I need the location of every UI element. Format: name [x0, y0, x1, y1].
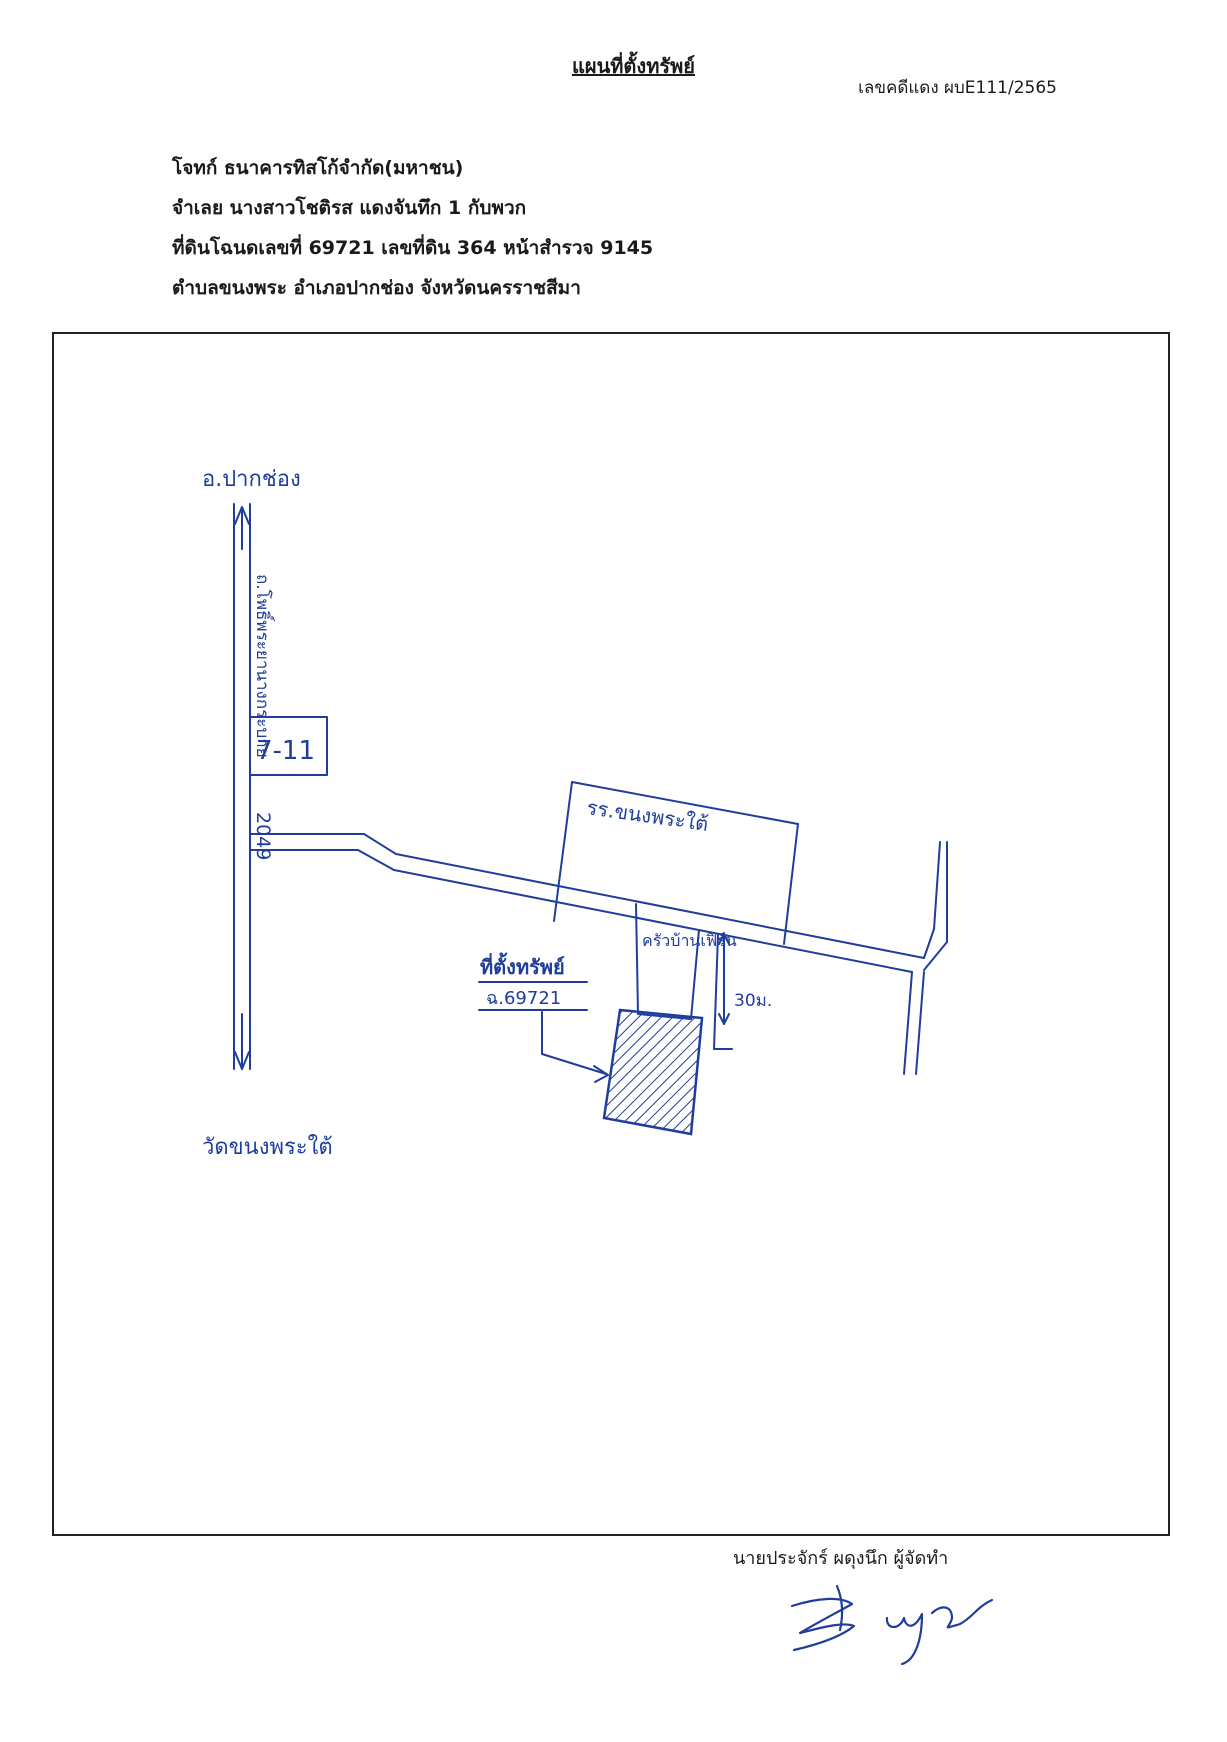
side-road-lower-edge	[249, 849, 913, 973]
east-road-left-b	[903, 971, 913, 1075]
south-arrow-icon	[234, 1051, 250, 1070]
east-road-corner	[923, 941, 948, 971]
document-title: แผนที่ตั้งทรัพย์	[571, 54, 696, 78]
defendant-line: จำเลย นางสาวโชติรส แดงจันทึก 1 กับพวก	[172, 197, 527, 219]
neighbor-driveway	[713, 933, 733, 1050]
school-building	[553, 781, 799, 945]
side-road-upper-edge	[249, 833, 925, 959]
east-road-left-a	[923, 841, 941, 959]
property-pointer-line	[541, 1011, 607, 1075]
preparer-signature	[790, 1584, 994, 1666]
deed-label: ฉ.69721	[486, 988, 561, 1009]
plaintiff-line: โจทก์ ธนาคารทิสโก้จำกัด(มหาชน)	[172, 157, 464, 179]
property-pointer-arrow-icon	[593, 1065, 609, 1083]
distance-label: 30ม.	[734, 991, 772, 1011]
north-arrow-icon	[234, 506, 250, 525]
header-info: โจทก์ ธนาคารทิสโก้จำกัด(มหาชน) จำเลย นาง…	[172, 148, 653, 308]
distance-arrow-bottom-icon	[718, 1013, 730, 1025]
store-label: 7-11	[256, 736, 315, 766]
location-line: ตำบลขนงพระ อำเภอปากช่อง จังหวัดนครราชสีม…	[172, 277, 581, 299]
main-road-label: ถ.โพธิ์พระยานางกระบาย	[252, 574, 275, 758]
location-map: อ.ปากช่อง ถ.โพธิ์พระยานางกระบาย 2049 7-1…	[202, 467, 948, 1160]
school-label: รร.ขนงพระใต้	[585, 795, 710, 836]
title-deed-line: ที่ดินโฉนดเลขที่ 69721 เลขที่ดิน 364 หน้…	[172, 237, 654, 259]
north-destination-label: อ.ปากช่อง	[202, 467, 301, 492]
property-label: ที่ตั้งทรัพย์	[480, 952, 565, 979]
road-number-label: 2049	[252, 812, 274, 860]
property-parcel	[602, 1008, 704, 1136]
preparer-name: นายประจักร์ ผดุงนึก ผู้จัดทำ	[733, 1548, 949, 1569]
south-destination-label: วัดขนงพระใต้	[202, 1134, 333, 1160]
east-road-right-b	[915, 971, 925, 1075]
neighbor-plot	[635, 903, 700, 1020]
distance-arrow-top-icon	[718, 933, 730, 945]
store-building	[249, 716, 328, 776]
map-frame: อ.ปากช่อง ถ.โพธิ์พระยานางกระบาย 2049 7-1…	[52, 332, 1170, 1536]
neighbor-label: ครัวบ้านเฟิร์น	[642, 931, 737, 950]
case-number: เลขคดีแดง ผบE111/2565	[858, 78, 1057, 98]
